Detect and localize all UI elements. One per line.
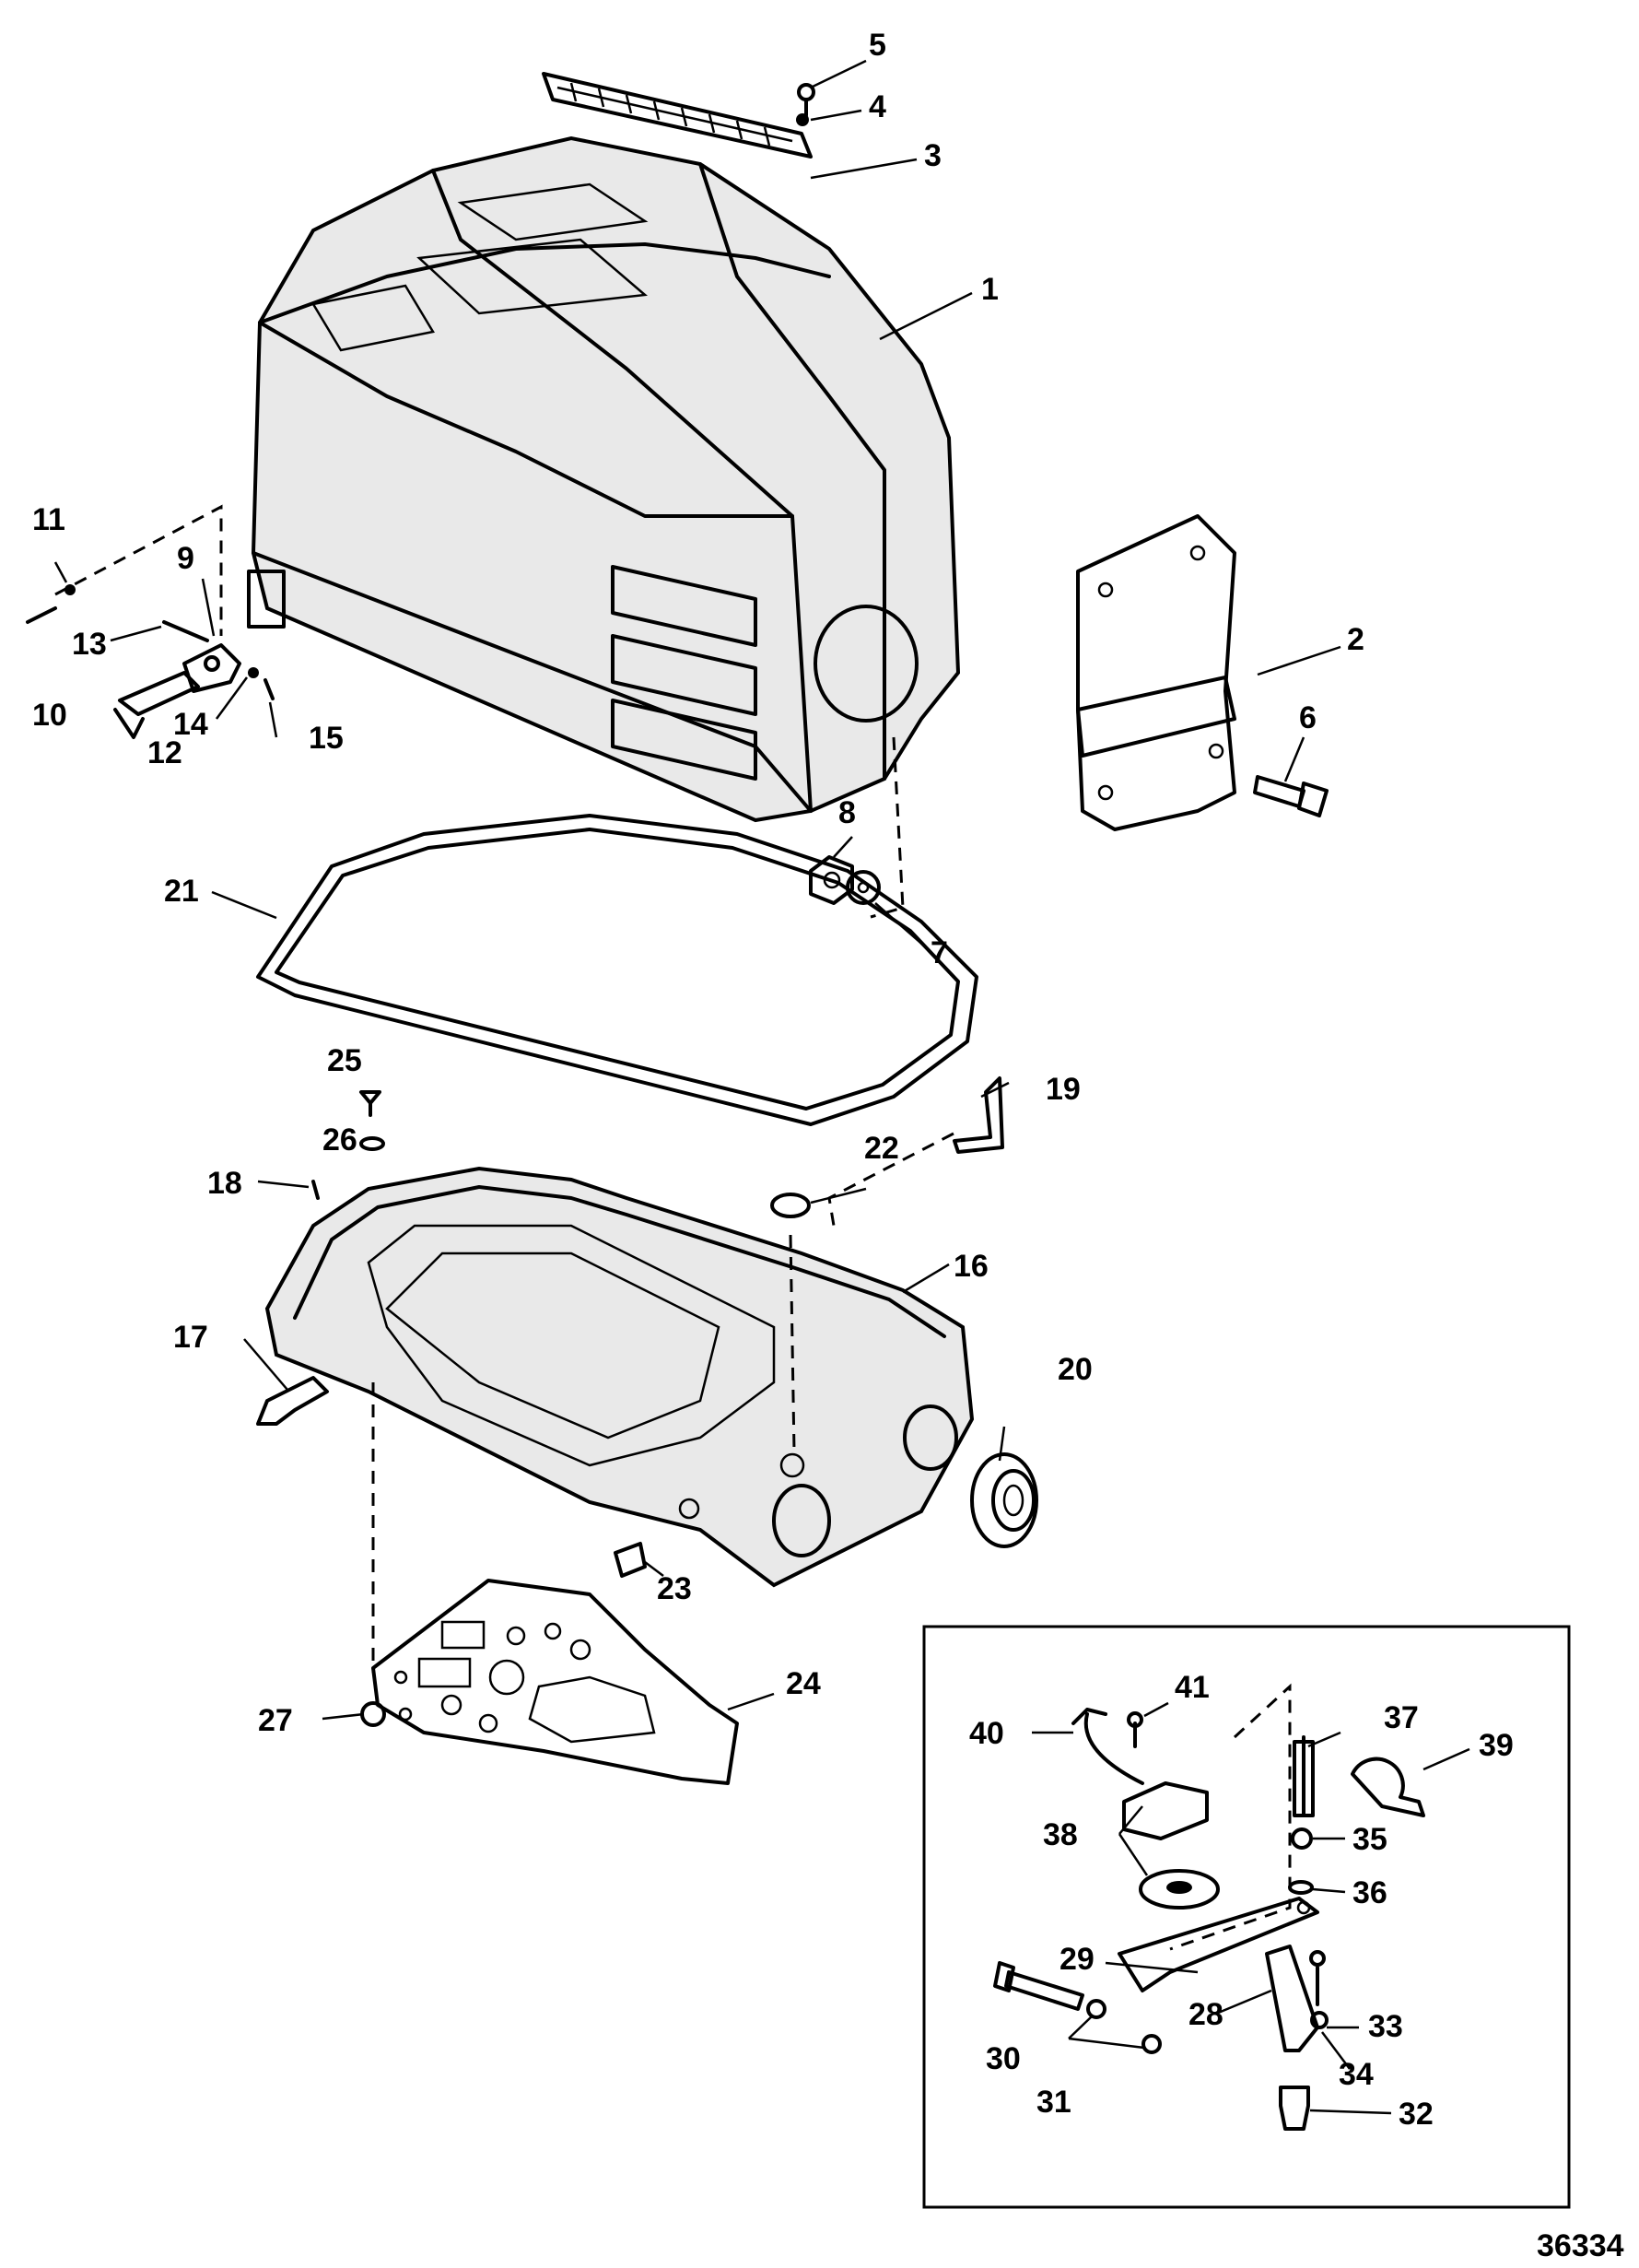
callout-25: 25 [327,1043,362,1078]
callout-39: 39 [1479,1728,1514,1763]
bracket-19 [953,1076,1004,1154]
inset-parts [993,1683,1425,2131]
figure-number: 36334 [1537,2228,1624,2263]
callout-32: 32 [1399,2097,1434,2132]
callout-1: 1 [981,272,999,307]
latch-17 [256,1376,329,1426]
callout-40: 40 [969,1716,1004,1751]
callout-41: 41 [1175,1670,1210,1705]
callout-17: 17 [173,1320,208,1355]
callout-37: 37 [1384,1700,1419,1735]
callout-7: 7 [931,935,948,970]
callout-6: 6 [1299,700,1317,735]
callout-10: 10 [32,698,67,733]
callout-9: 9 [177,541,194,576]
callout-labels: 1 2 3 4 5 6 7 8 9 10 11 12 13 14 15 16 1… [32,28,1514,2132]
callout-35: 35 [1352,1822,1387,1857]
callout-8: 8 [838,795,856,830]
screw-18 [311,1180,320,1200]
callout-27: 27 [258,1703,293,1738]
callout-31: 31 [1036,2085,1071,2120]
screw-5 [797,83,815,117]
callout-13: 13 [72,627,107,662]
callout-34: 34 [1339,2057,1374,2092]
callout-4: 4 [869,89,886,124]
callout-29: 29 [1059,1942,1095,1977]
grommet-22 [770,1193,811,1218]
callout-12: 12 [147,735,182,770]
callout-26: 26 [322,1122,357,1158]
leader-lines [53,59,1470,2115]
callout-18: 18 [207,1166,242,1201]
callout-20: 20 [1058,1352,1093,1387]
callout-28: 28 [1188,1997,1223,2032]
callout-21: 21 [164,874,199,909]
grommet-27 [360,1701,386,1727]
callout-14: 14 [173,707,208,742]
dashed-path-cowl-to-washer [870,736,905,919]
grommet-20 [970,1452,1038,1548]
callout-5: 5 [869,28,886,63]
callout-16: 16 [954,1249,989,1284]
callout-24: 24 [786,1666,821,1701]
inset-frame [922,1625,1571,2209]
seal [256,814,978,1126]
bracket [1076,514,1236,831]
callout-2: 2 [1347,622,1364,657]
latch-assembly [26,504,275,739]
callout-19: 19 [1046,1072,1081,1107]
vent-cover [542,72,813,159]
bottom-plate [371,1579,739,1785]
callout-22: 22 [864,1131,899,1166]
callout-11: 11 [32,502,65,537]
callout-3: 3 [924,138,942,173]
callout-23: 23 [657,1571,692,1606]
bottom-cowl [264,1166,975,1588]
washer-26 [359,1136,385,1151]
callout-33: 33 [1368,2009,1403,2044]
screw-6 [1253,775,1329,817]
plug-23 [614,1542,647,1578]
callout-30: 30 [986,2041,1021,2076]
dashed-path-grommet [789,1234,796,1452]
callout-15: 15 [309,721,344,756]
callout-38: 38 [1043,1817,1078,1852]
top-cowl [247,135,961,823]
screw-25 [359,1090,381,1117]
washer-4 [796,113,809,126]
callout-36: 36 [1352,1875,1387,1910]
